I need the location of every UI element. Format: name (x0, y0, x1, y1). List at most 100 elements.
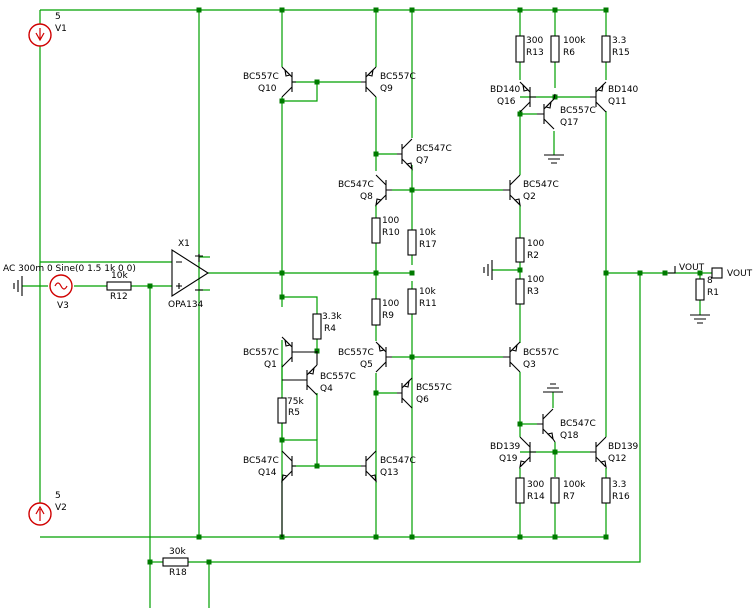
transistor-q2: BC547C Q2 (503, 174, 559, 207)
transistor-q1-id: Q1 (264, 360, 277, 370)
ground-symbol (483, 260, 493, 280)
resistor-r18-id: R18 (169, 568, 187, 578)
source-v2-id: V2 (55, 503, 67, 513)
resistor-r4-id: R4 (324, 324, 336, 334)
transistor-q1: BC557C Q1 (243, 336, 317, 370)
transistor-q6-id: Q6 (416, 395, 429, 405)
source-v1-value: 5 (55, 12, 61, 22)
resistor-r14: 300 R14 (515, 477, 545, 504)
transistor-q9-id: Q9 (380, 84, 393, 94)
transistor-q9: BC557C Q9 (361, 66, 416, 98)
transistor-q1-model: BC557C (243, 348, 279, 358)
transistor-q4-id: Q4 (320, 384, 333, 394)
transistor-q2-id: Q2 (523, 192, 536, 202)
resistor-r12-id: R12 (110, 292, 128, 302)
resistor-r10-value: 100 (382, 216, 399, 226)
transistor-q19: BD139 Q19 (490, 436, 536, 469)
vout-port: VOUT (711, 267, 753, 279)
resistor-r15: 3.3 R15 (601, 35, 630, 63)
resistor-r15-value: 3.3 (612, 36, 626, 46)
transistor-q11: BD140 Q11 (590, 81, 639, 113)
source-v1: 5 V1 (28, 12, 67, 47)
resistor-r3-id: R3 (527, 287, 539, 297)
resistor-r16: 3.3 R16 (601, 477, 630, 504)
transistor-q12-id: Q12 (608, 454, 627, 464)
ground-symbol (544, 154, 564, 164)
transistor-q18: BC547C Q18 (537, 408, 596, 443)
resistor-r5: 75k R5 (277, 397, 304, 424)
resistor-r2: 100 R2 (515, 237, 544, 263)
resistor-r9-id: R9 (382, 311, 394, 321)
transistor-q16-id: Q16 (497, 97, 516, 107)
transistor-q19-model: BD139 (490, 442, 521, 452)
transistor-q18-id: Q18 (560, 431, 579, 441)
resistor-r10: 100 R10 (371, 216, 400, 244)
resistor-r5-value: 75k (287, 397, 304, 407)
source-v3-id: V3 (57, 301, 69, 311)
vout-net-label-text: VOUT (679, 263, 705, 273)
resistor-r9-value: 100 (382, 299, 399, 309)
resistor-r13-id: R13 (526, 48, 544, 58)
resistor-r3: 100 R3 (515, 275, 544, 305)
resistor-r17: 10k R17 (407, 228, 437, 256)
transistor-q9-model: BC557C (380, 72, 416, 82)
transistor-q5-model: BC557C (338, 348, 374, 358)
resistor-r6-value: 100k (563, 36, 586, 46)
resistor-r1: 8 R1 (695, 276, 719, 301)
transistor-q19-id: Q19 (499, 454, 518, 464)
resistor-r6: 100k R6 (550, 35, 586, 63)
transistor-q17-model: BC557C (560, 106, 596, 116)
resistor-r11: 10k R11 (407, 287, 437, 315)
transistor-q8-id: Q8 (360, 192, 373, 202)
opamp-x1-id: X1 (178, 239, 190, 249)
transistor-q7-id: Q7 (416, 156, 429, 166)
resistor-r4: 3.3k R4 (312, 312, 342, 340)
transistor-q14: BC547C Q14 (243, 450, 296, 537)
transistor-q7-model: BC547C (416, 144, 452, 154)
ground-symbol (543, 383, 563, 393)
transistor-q3-id: Q3 (523, 360, 536, 370)
transistor-q16-model: BD140 (490, 85, 521, 95)
resistor-r3-value: 100 (527, 275, 544, 285)
resistor-r4-value: 3.3k (322, 312, 342, 322)
ground-symbol (13, 276, 23, 296)
resistor-r13: 300 R13 (515, 35, 544, 63)
resistor-r9: 100 R9 (371, 298, 399, 326)
source-v3-value: AC 300m 0 Sine(0 1.5 1k 0 0) (3, 264, 136, 274)
resistor-r10-id: R10 (382, 228, 400, 238)
transistor-q14-model: BC547C (243, 456, 279, 466)
wires (22, 9, 712, 608)
resistor-r6-id: R6 (563, 48, 575, 58)
opamp-x1: X1 OPA134 (168, 239, 210, 310)
resistor-r16-value: 3.3 (612, 480, 626, 490)
source-v3: AC 300m 0 Sine(0 1.5 1k 0 0) V3 (3, 264, 136, 311)
resistor-r7-id: R7 (563, 492, 575, 502)
resistor-r2-id: R2 (527, 251, 539, 261)
vout-port-text: VOUT (727, 269, 753, 279)
transistor-q8-model: BC547C (338, 180, 374, 190)
source-v2-value: 5 (55, 491, 61, 501)
resistor-r15-id: R15 (612, 48, 630, 58)
transistor-q2-model: BC547C (523, 180, 559, 190)
ground-symbol (690, 314, 710, 324)
transistor-q13-id: Q13 (380, 468, 399, 478)
transistor-q12-model: BD139 (608, 442, 639, 452)
resistor-r14-id: R14 (527, 492, 545, 502)
resistor-r16-id: R16 (612, 492, 630, 502)
transistor-q14-id: Q14 (258, 468, 277, 478)
source-v2: 5 V2 (28, 491, 67, 526)
transistor-q12: BD139 Q12 (590, 436, 639, 469)
transistor-q8: BC547C Q8 (338, 174, 392, 207)
transistor-q18-model: BC547C (560, 419, 596, 429)
transistor-q11-id: Q11 (608, 97, 627, 107)
transistor-q5: BC557C Q5 (338, 341, 392, 373)
resistor-r12-value: 10k (111, 271, 128, 281)
transistor-q10-model: BC557C (243, 72, 279, 82)
resistor-r12: 10k R12 (106, 271, 132, 302)
transistor-q17-id: Q17 (560, 118, 579, 128)
transistor-q6-model: BC557C (416, 383, 452, 393)
transistor-q10: BC557C Q10 (243, 66, 296, 98)
transistor-q13-model: BC547C (380, 456, 416, 466)
resistor-r17-id: R17 (419, 240, 437, 250)
